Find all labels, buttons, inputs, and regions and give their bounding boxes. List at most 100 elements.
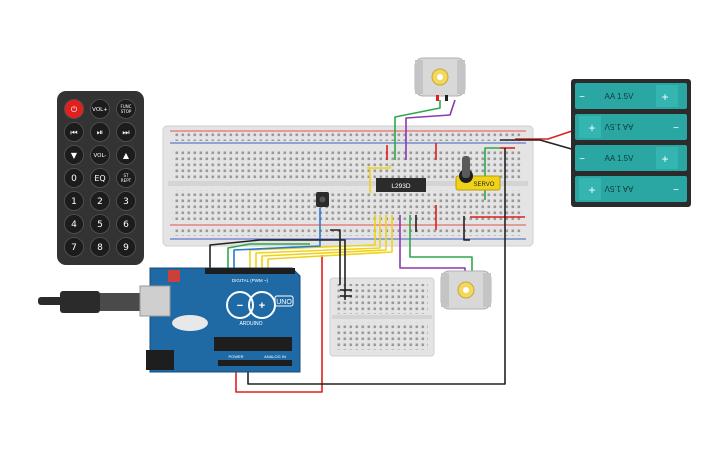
digit-8-button[interactable]: 8 [90,237,110,257]
eq-button[interactable]: EQ [90,168,110,188]
wire-black-1 [209,239,346,300]
remote-button-label: 1 [71,197,77,207]
remote-button-label: 0 [71,174,77,184]
wire-yellow-5 [261,215,387,268]
battery-cell-label: AA 1.5V [604,184,634,193]
remote-button-label: VOL+ [92,107,108,113]
chip-label: L293D [391,183,410,190]
reset-button [168,270,180,282]
svg-text:−: − [237,300,243,312]
battery-cell-1: AA 1.5V+− [575,83,687,109]
digit-0-button[interactable]: 0 [64,168,84,188]
plus-sign: + [588,183,595,197]
remote-button-label: EQ [94,174,105,183]
wire-blue [233,208,321,268]
wire-purple-1 [405,99,456,160]
up-button[interactable]: ▲ [116,145,136,165]
remote-button-label: 5 [97,220,103,230]
plus-sign: + [588,121,595,135]
digit-3-button[interactable]: 3 [116,191,136,211]
vol-up-button[interactable]: VOL+ [90,99,110,119]
remote-button-label: ⏻ [71,105,78,114]
remote-button-label: ⏭ [122,128,129,137]
wire-green-3 [227,243,310,268]
battery-pack[interactable]: AA 1.5V+−AA 1.5V+−AA 1.5V+−AA 1.5V+− [571,79,691,207]
prev-button[interactable]: ⏮ [64,122,84,142]
main-breadboard[interactable] [162,125,534,247]
remote-button-label: 6 [123,220,129,230]
power-jack [146,350,174,370]
minus-sign: − [579,92,585,103]
minus-sign: − [579,154,585,165]
digit-1-button[interactable]: 1 [64,191,84,211]
servo-label: SERVO [474,182,495,188]
crystal [172,315,208,331]
wire-green-1 [394,100,441,160]
digital-header [205,268,295,274]
wire-yellow-6 [267,215,393,268]
remote-button-label: 7 [71,243,77,253]
power-label: POWER [228,354,243,359]
remote-button-label: REPT [121,178,132,183]
vol-down-button[interactable]: VOL- [90,145,110,165]
analog-label: ANALOG IN [264,354,286,359]
digit-9-button[interactable]: 9 [116,237,136,257]
plus-sign: + [661,152,668,166]
battery-cell-label: AA 1.5V [605,92,635,101]
usb-jack [139,285,171,317]
digital-label: DIGITAL (PWM ~) [232,278,269,283]
wire-yellow-1 [367,165,391,169]
analog-header [218,360,292,366]
wire-black-4 [463,216,470,241]
wire-black-battery [500,139,576,151]
battery-cell-3: AA 1.5V + − [575,145,687,171]
motor-driver-chip[interactable]: L293D [376,178,426,192]
minus-sign: − [673,185,679,196]
battery-cell-2: AA 1.5V + − [575,114,687,140]
next-button[interactable]: ⏭ [116,122,136,142]
wires [209,99,576,393]
dc-motor-bottom[interactable] [440,270,492,310]
wire-black-3 [247,148,506,385]
remote-button-label: 3 [123,197,129,207]
remote-button-label: VOL- [94,153,107,159]
wire-red-battery [515,129,576,140]
dc-motor-top[interactable] [414,57,466,101]
arduino-brand: ARDUINO [239,321,262,327]
battery-cell-label: AA 1.5V [604,122,634,131]
arduino-model: UNO [276,299,292,306]
remote-button-label: 9 [123,243,129,253]
wire-black-2 [330,229,341,285]
battery-cell-label: AA 1.5V [605,154,635,163]
digit-7-button[interactable]: 7 [64,237,84,257]
wire-yellow-2 [369,168,372,193]
play-pause-button[interactable]: ⏯ [90,122,110,142]
small-breadboard[interactable] [329,277,435,357]
digit-4-button[interactable]: 4 [64,214,84,234]
remote-button-label: ▲ [123,151,130,160]
remote-button-label: 2 [97,197,103,207]
ir-receiver[interactable] [316,192,329,207]
servo-motor[interactable]: SERVO [455,156,501,191]
power-button[interactable]: ⏻ [64,99,84,119]
digit-2-button[interactable]: 2 [90,191,110,211]
wire-green-2 [409,215,473,280]
wire-yellow-4 [255,215,381,268]
digit-6-button[interactable]: 6 [116,214,136,234]
atmega-chip [214,337,292,351]
remote-button-label: STOP [121,109,132,114]
remote-button-label: FUNC [120,104,131,109]
down-button[interactable]: ▼ [64,145,84,165]
minus-sign: − [673,123,679,134]
remote-button-label: 4 [71,220,77,230]
wire-red-bottom [235,255,323,393]
digit-5-button[interactable]: 5 [90,214,110,234]
battery-cell-4: AA 1.5V + − [575,176,687,202]
arduino-uno-board[interactable]: − + ARDUINO UNO DIGITAL (PWM ~) POWER AN… [139,267,301,373]
remote-button-label: ⏮ [70,128,77,137]
wire-yellow-3 [249,215,376,268]
svg-text:+: + [259,300,265,312]
